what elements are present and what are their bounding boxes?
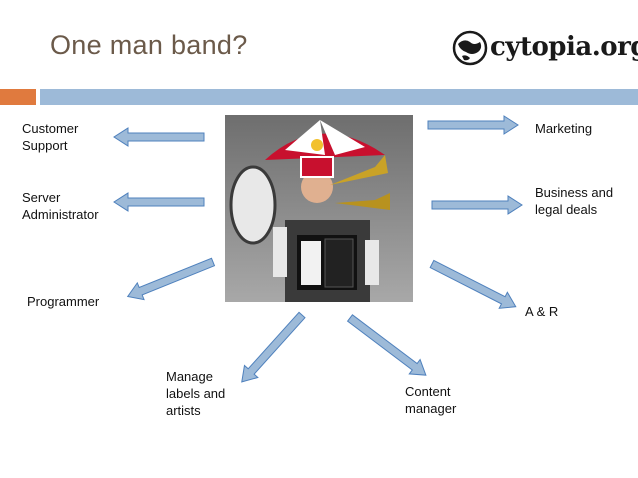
label-content-manager: Content manager (405, 384, 457, 416)
accent-bar-blue (40, 89, 638, 105)
slide-title: One man band? (50, 30, 248, 60)
label-marketing: Marketing (535, 121, 593, 136)
globe-icon (452, 30, 488, 66)
accent-bar-orange (0, 89, 36, 105)
arrow-customer-support (113, 127, 205, 147)
label-business-legal: Business and legal deals (535, 185, 614, 217)
arrow-content-manager (346, 314, 427, 376)
label-server-admin: Server Administrator (22, 190, 99, 222)
logo-text: cytopia.org (490, 32, 638, 62)
arrow-manage-labels (241, 311, 306, 383)
arrow-programmer (126, 257, 216, 301)
cytopia-logo: cytopia.org (452, 30, 638, 70)
one-man-band-photo (225, 115, 413, 302)
arrow-marketing (427, 115, 519, 135)
arrow-business-legal (431, 195, 523, 215)
label-customer-support: Customer Support (22, 121, 79, 153)
arrow-server-admin (113, 192, 205, 212)
label-programmer: Programmer (27, 294, 100, 309)
arrow-a-and-r (429, 259, 517, 309)
label-manage-labels: Manage labels and artists (166, 369, 226, 418)
label-a-and-r: A & R (525, 304, 559, 319)
